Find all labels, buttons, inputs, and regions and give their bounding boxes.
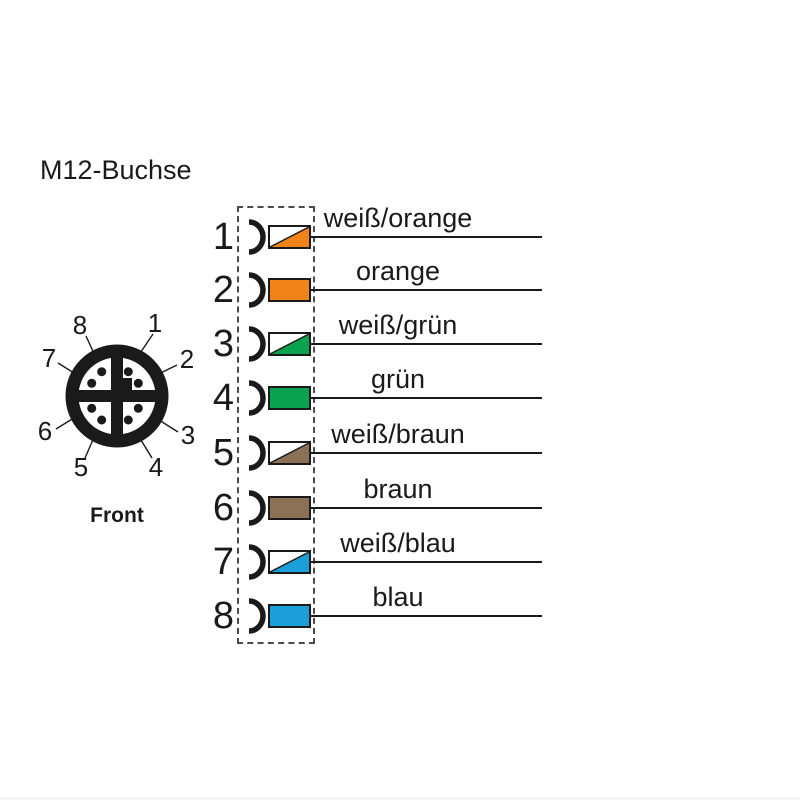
wire-label: weiß/blau [340,528,456,558]
bottom-edge-line [0,797,800,800]
wire-label: braun [363,474,433,504]
wire-line [310,397,542,399]
connector-key-notch [123,378,132,390]
pin-4-dot [123,415,133,425]
pin-2-dot [133,378,143,388]
connector-front-view: 1 2 3 4 5 6 7 8 [38,308,195,482]
pin-7-dot [87,378,97,388]
wire-color-box-striped [268,225,311,249]
pin-1-number: 1 [148,308,162,338]
wire-color-box-striped [268,550,311,574]
connector-boundary-dashed-box [237,206,315,644]
pin-3-dot [133,403,143,413]
pin-6-dot [87,403,97,413]
pin-number: 3 [212,323,234,365]
wire-label: grün [370,364,426,394]
wire-line [310,561,542,563]
pin-8-dot [97,367,107,377]
socket-contact-icon [248,490,266,526]
wire-label: weiß/grün [338,310,458,340]
wire-label: weiß/orange [323,203,473,233]
pin-5-number: 5 [74,452,88,482]
wire-line [310,289,542,291]
socket-contact-icon [248,598,266,634]
socket-contact-icon [248,219,266,255]
connector-cross-horizontal [76,390,158,402]
pin-number: 4 [212,377,234,419]
wire-color-box-striped [268,441,311,465]
pin-5-dot [97,415,107,425]
pin-2-number: 2 [180,344,194,374]
wire-line [310,452,542,454]
pin-8-number: 8 [73,310,87,340]
pin-dots [87,367,143,425]
pin-4-number: 4 [149,452,163,482]
wire-label: orange [355,256,441,286]
pin-number: 1 [212,216,234,258]
wire-line [310,343,542,345]
wire-label: weiß/braun [331,419,465,449]
pin-7-number: 7 [42,343,56,373]
pin-6-number: 6 [38,416,52,446]
wire-line [310,236,542,238]
wire-line [310,615,542,617]
front-label: Front [90,504,144,527]
wire-label: blau [372,582,424,612]
socket-contact-icon [248,272,266,308]
page-title: M12-Buchse [40,155,192,185]
socket-contact-icon [248,435,266,471]
pin-number: 7 [212,541,234,583]
socket-contact-icon [248,380,266,416]
wire-color-box-striped [268,332,311,356]
wire-line [310,507,542,509]
socket-contact-icon [248,326,266,362]
pin-number: 8 [212,595,234,637]
pin-number: 2 [212,269,234,311]
pin-3-number: 3 [181,420,195,450]
pin-number: 6 [212,487,234,529]
pin-1-dot [123,367,133,377]
pin-number: 5 [212,432,234,474]
socket-contact-icon [248,544,266,580]
